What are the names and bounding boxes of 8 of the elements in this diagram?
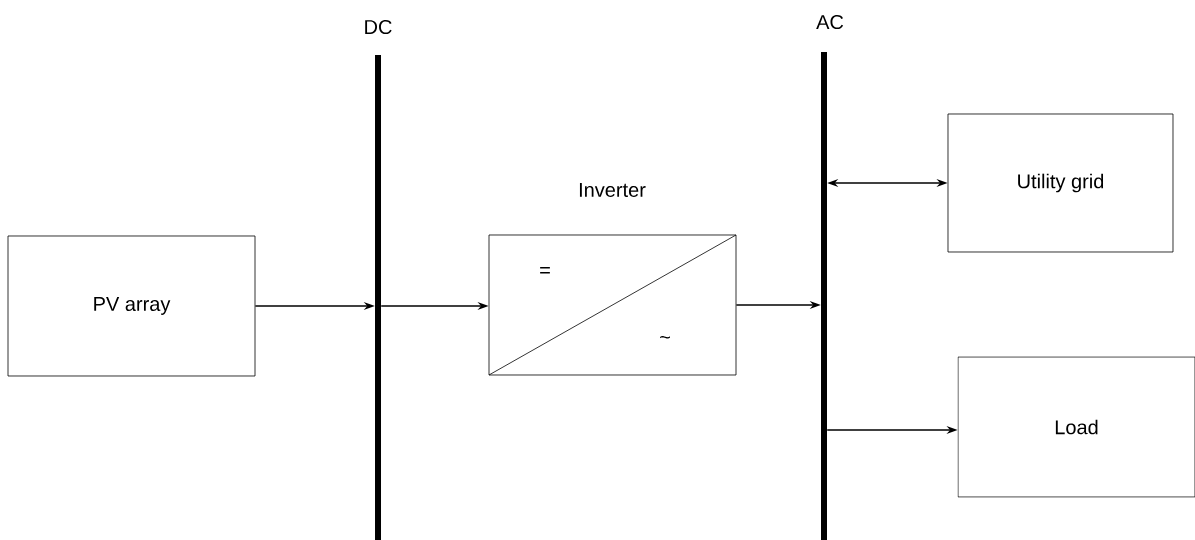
process-box: Utility grid	[947, 113, 1174, 253]
process-box: PV array	[7, 235, 256, 377]
ac-symbol: ~	[660, 336, 670, 339]
bus-label: AC	[816, 14, 844, 30]
inverter-label: Inverter	[579, 183, 646, 197]
bus-label: DC	[365, 19, 392, 35]
process-box: Load	[957, 356, 1195, 498]
dc-symbol: =	[540, 267, 550, 274]
